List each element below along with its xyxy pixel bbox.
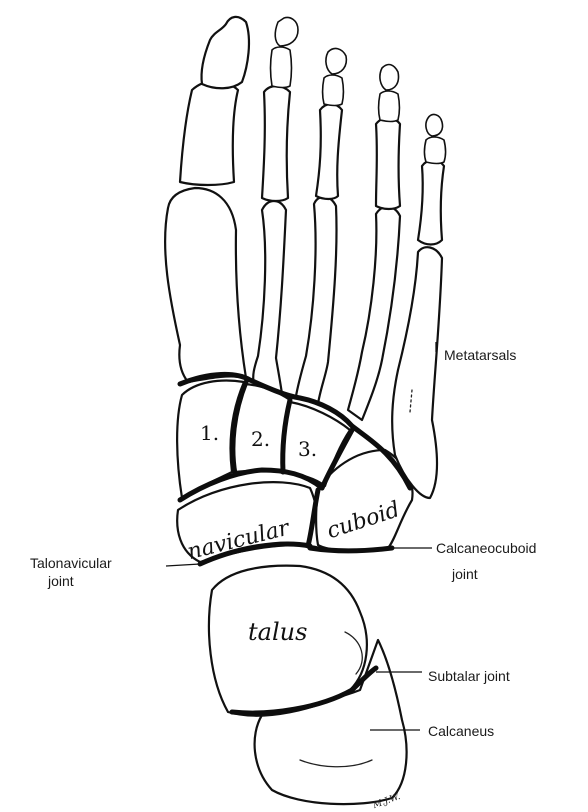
cuneiform-1-number: 1.: [200, 421, 219, 445]
metatarsal-4-bone: [348, 207, 400, 420]
metatarsal-3-bone: [296, 197, 337, 404]
toe-4-middle-phalanx: [379, 91, 400, 122]
toe-4-distal-phalanx: [380, 65, 399, 90]
toe-2-distal-phalanx: [275, 18, 298, 47]
metatarsals-label: Metatarsals: [444, 347, 516, 363]
toe-3-distal-phalanx: [326, 49, 346, 74]
calcaneocuboid-joint-line: [310, 548, 392, 551]
talonavicular-label-line2: joint: [47, 573, 74, 589]
metatarsal-1-bone: [165, 188, 246, 382]
toe-5-middle-phalanx: [425, 137, 446, 164]
toe-4-proximal-phalanx: [376, 118, 400, 209]
hallux-proximal-phalanx: [180, 81, 238, 185]
hallux-distal-phalanx: [201, 17, 248, 88]
toe-3-proximal-phalanx: [316, 104, 342, 199]
toe-5-proximal-phalanx: [418, 160, 444, 245]
calcaneocuboid-label-line1: Calcaneocuboid: [436, 540, 536, 556]
toe-5-distal-phalanx: [426, 115, 443, 136]
toe-3-middle-phalanx: [323, 75, 344, 106]
talonavicular-leader: [166, 564, 200, 566]
calcaneus-label: Calcaneus: [428, 723, 494, 739]
toe-2-proximal-phalanx: [262, 86, 290, 201]
subtalar-label: Subtalar joint: [428, 668, 510, 684]
toe-2-middle-phalanx: [271, 47, 292, 88]
metatarsal-2-bone: [253, 201, 286, 394]
calcaneocuboid-label-line2: joint: [451, 566, 478, 582]
talonavicular-label-line1: Talonavicular: [30, 555, 112, 571]
cuneiform-3-number: 3.: [298, 437, 317, 461]
talus-label: talus: [248, 618, 307, 646]
cuneiform-2-number: 2.: [251, 427, 270, 451]
metatarsal-5-bone: [392, 247, 442, 498]
